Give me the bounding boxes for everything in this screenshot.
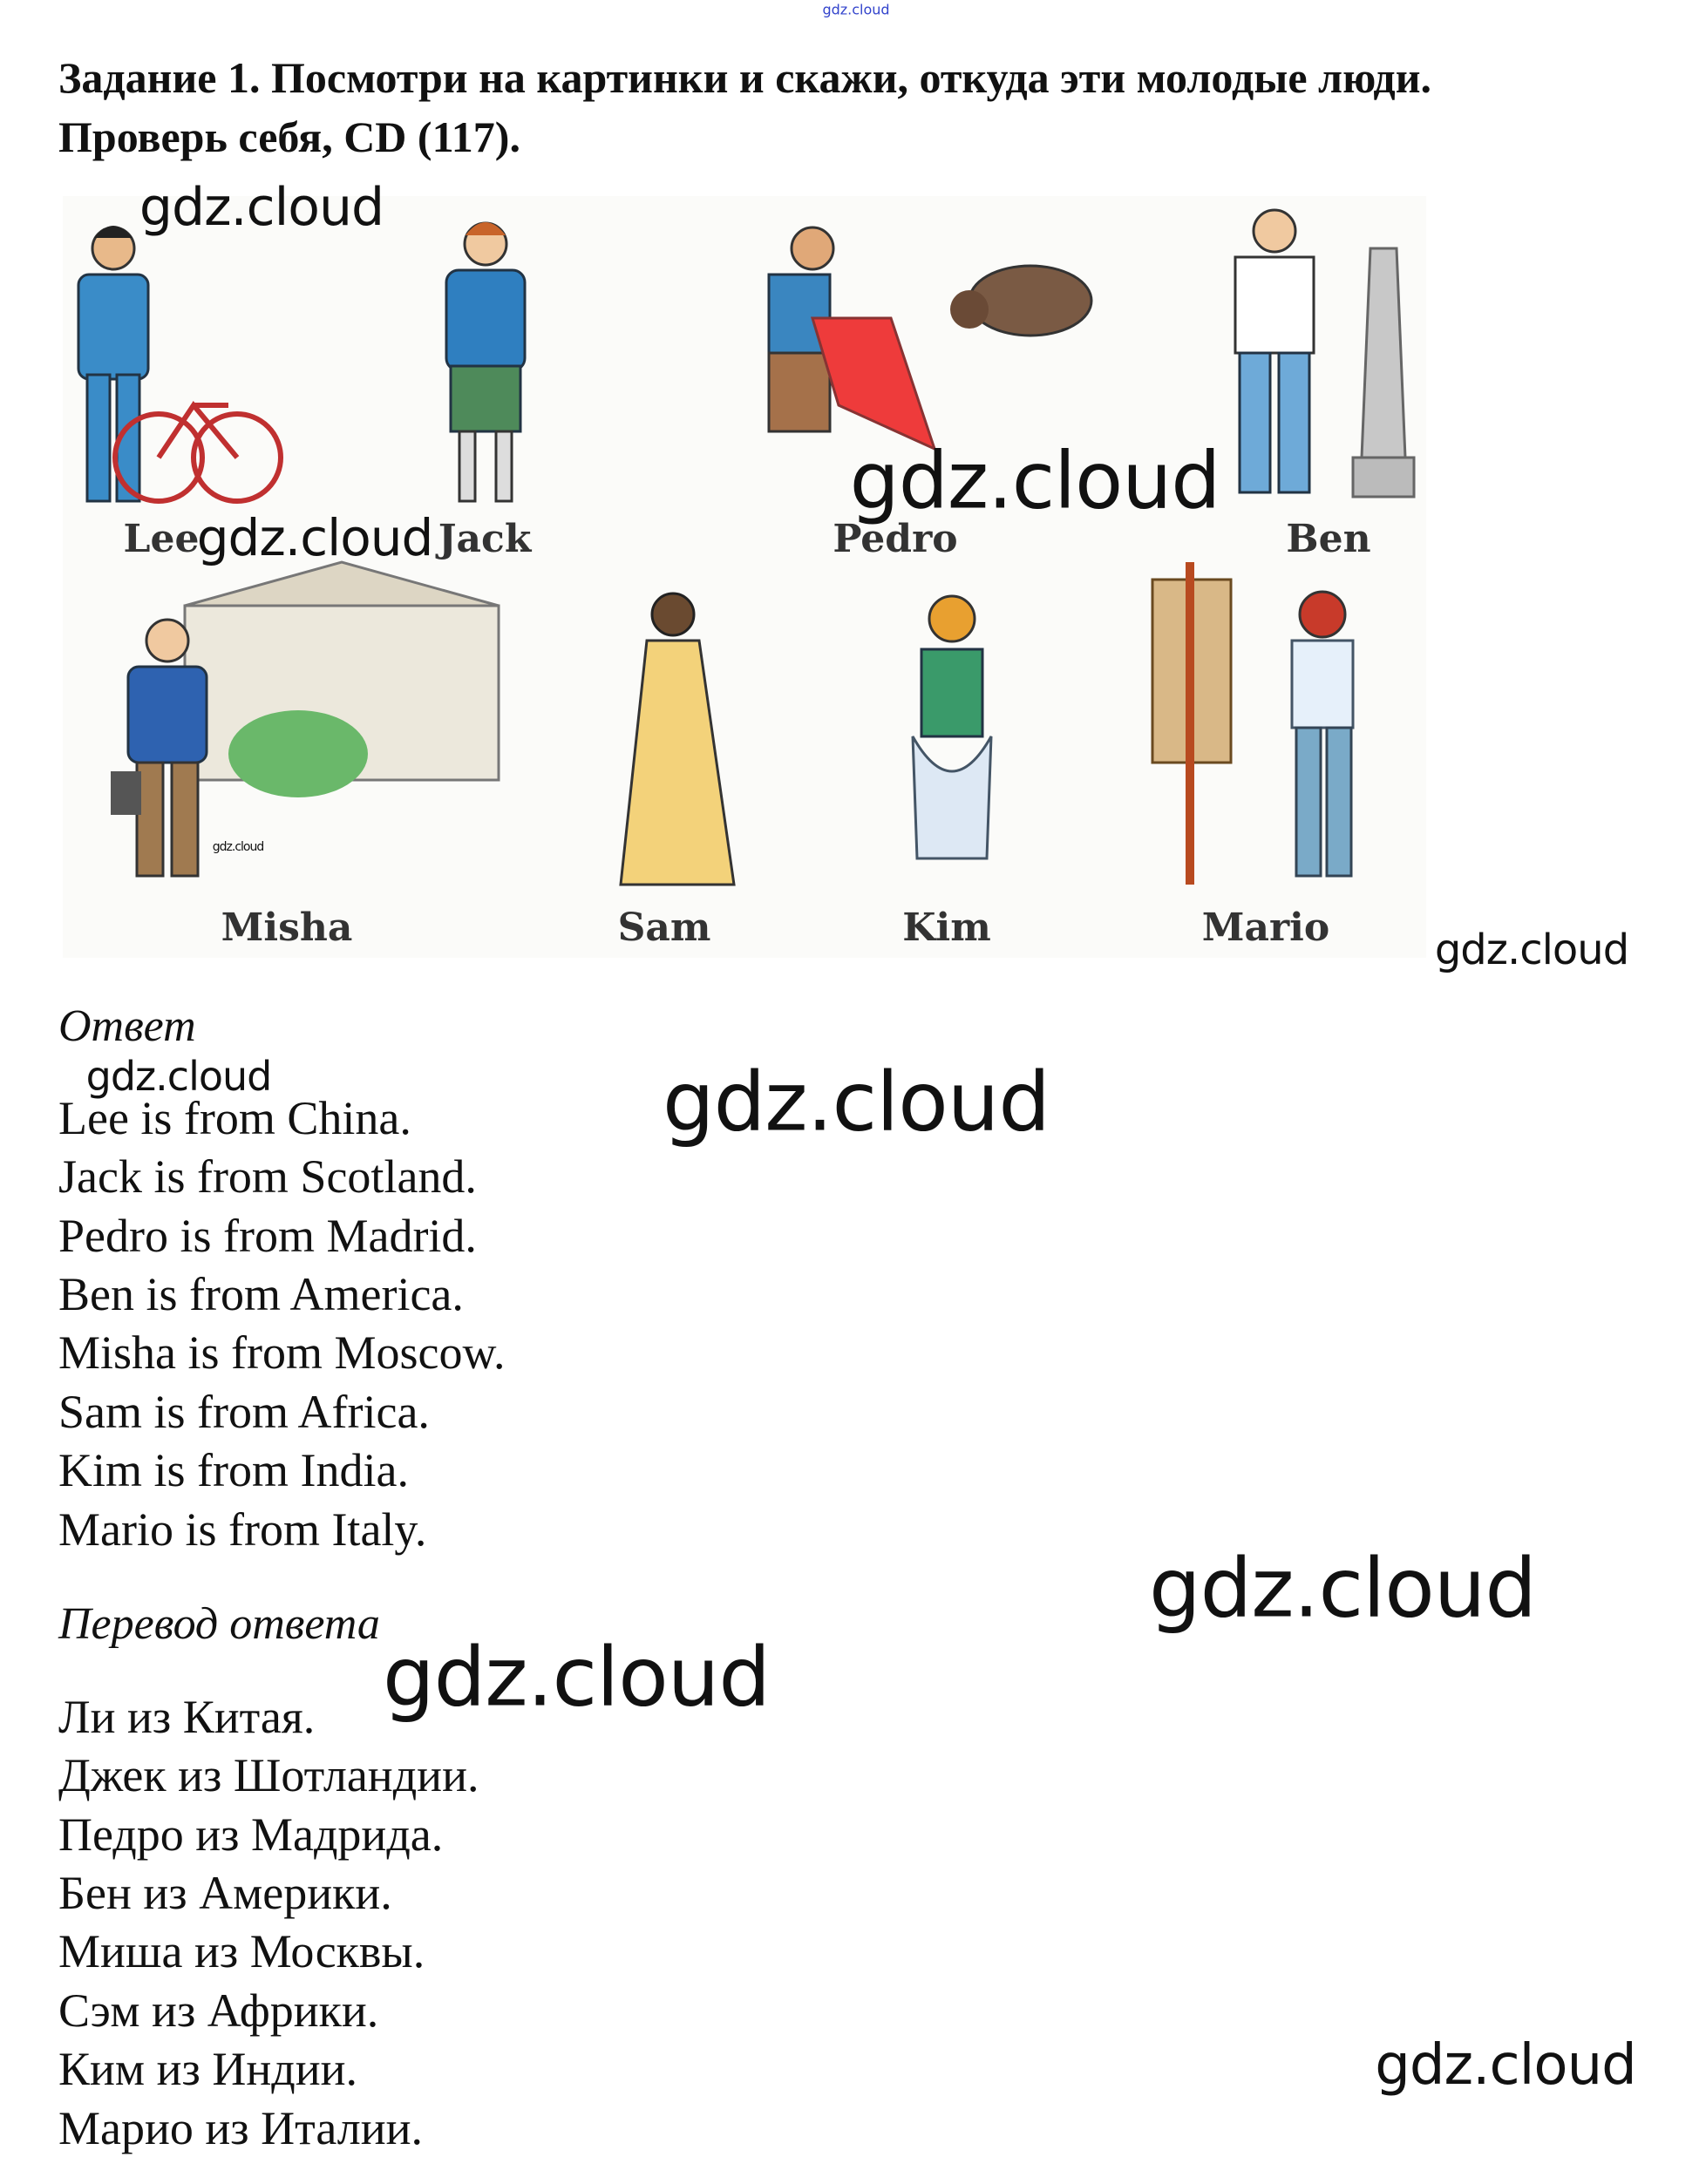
watermark: gdz.cloud xyxy=(662,1055,1050,1150)
name-label-sam: Sam xyxy=(617,905,711,950)
translation-line: Педро из Мадрида. xyxy=(58,1808,444,1861)
watermark: gdz.cloud xyxy=(139,177,384,238)
name-label-pedro: Pedro xyxy=(833,517,958,561)
answer-line: Kim is from India. xyxy=(58,1444,409,1496)
watermark: gdz.cloud xyxy=(212,840,264,854)
translation-line: Сэм из Африки. xyxy=(58,1984,379,2037)
watermark: gdz.cloud xyxy=(1375,2033,1636,2098)
figure-sam xyxy=(619,592,736,886)
figure-ben xyxy=(1234,208,1416,499)
name-label-ben: Ben xyxy=(1286,517,1371,561)
answer-line: Pedro is from Madrid. xyxy=(58,1210,477,1262)
answer-line: Mario is from Italy. xyxy=(58,1503,427,1556)
translation-title: Перевод ответа xyxy=(58,1599,380,1649)
figure-lee xyxy=(77,226,283,504)
answer-title: Ответ xyxy=(58,1001,196,1051)
watermark: gdz.cloud xyxy=(85,1053,273,1100)
illustration-figures xyxy=(77,208,1416,886)
watermark: gdz.cloud xyxy=(849,435,1221,527)
watermark: gdz.cloud xyxy=(1434,926,1629,974)
answer-line: Misha is from Moscow. xyxy=(58,1326,506,1379)
translation-line: Марио из Италии. xyxy=(58,2102,424,2154)
name-label-kim: Kim xyxy=(902,905,991,950)
figure-kim xyxy=(911,594,993,860)
figure-pedro xyxy=(767,226,1093,451)
translation-line: Джек из Шотландии. xyxy=(58,1749,479,1801)
translation-line: Ким из Индии. xyxy=(58,2043,357,2095)
task-heading-line-2: Проверь себя, CD (117). xyxy=(58,112,520,161)
name-label-mario: Mario xyxy=(1201,905,1330,950)
translation-line: Бен из Америки. xyxy=(58,1867,392,1919)
answer-line: Lee is from China. xyxy=(58,1092,411,1144)
watermark: gdz.cloud xyxy=(1148,1541,1537,1637)
illustration-young-people: Lee Jack Pedro Ben Misha Sam Kim Mario xyxy=(63,196,1426,958)
name-label-lee: Lee xyxy=(123,517,200,561)
watermark: gdz.cloud xyxy=(382,1630,771,1726)
top-watermark: gdz.cloud xyxy=(822,1,890,18)
answer-line: Ben is from America. xyxy=(58,1268,464,1320)
figure-misha xyxy=(111,560,500,878)
figure-mario xyxy=(1151,562,1355,885)
name-label-jack: Jack xyxy=(438,517,532,561)
answer-line: Jack is from Scotland. xyxy=(58,1150,477,1203)
translation-line: Ли из Китая. xyxy=(58,1691,316,1743)
figure-jack xyxy=(445,221,527,503)
name-label-misha: Misha xyxy=(221,905,353,950)
answer-line: Sam is from Africa. xyxy=(58,1386,430,1438)
watermark: gdz.cloud xyxy=(196,508,434,567)
translation-line: Миша из Москвы. xyxy=(58,1925,425,1977)
task-heading-line-1: Задание 1. Посмотри на картинки и скажи,… xyxy=(58,53,1432,102)
